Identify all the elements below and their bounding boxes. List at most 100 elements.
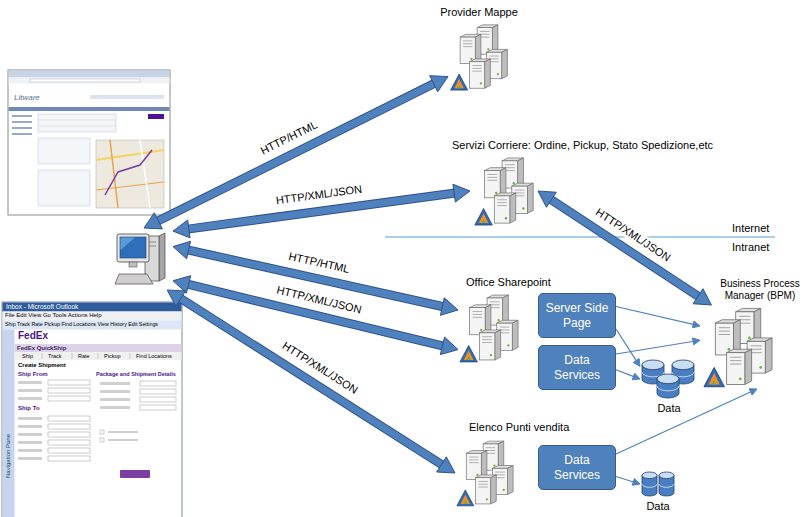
tab-divider — [130, 353, 131, 359]
header-band — [90, 95, 164, 99]
database-node: Data — [640, 470, 676, 498]
screenshot-logo: Litware — [14, 93, 40, 103]
server-side — [512, 320, 518, 350]
power-led — [476, 474, 478, 476]
arrow-outline — [180, 298, 442, 465]
drive-slot — [497, 199, 507, 200]
server-side — [527, 183, 533, 213]
form-field — [48, 380, 90, 385]
platform-logo — [457, 490, 474, 506]
arrow-head — [144, 213, 162, 229]
drive-slot — [497, 205, 507, 206]
checkbox — [100, 438, 104, 442]
drive-slot — [495, 474, 504, 475]
arrow-shaft — [616, 329, 637, 361]
server-node: Elenco Punti vendita — [455, 437, 515, 509]
connector — [616, 338, 700, 354]
server-node: Office Sharepoint — [458, 292, 520, 364]
table-rule — [38, 126, 116, 127]
field-caption — [18, 433, 42, 436]
power-led — [759, 366, 762, 369]
power-led — [505, 217, 507, 219]
server-label: Servizi Corriere: Ordine, Pickup, Stato … — [452, 139, 713, 152]
checkbox — [100, 430, 104, 434]
power-led — [513, 182, 515, 184]
screenshot-text: Find Locations — [136, 353, 172, 360]
arrow-shaft — [180, 298, 442, 465]
node-icon — [455, 437, 515, 509]
arrow-shaft — [616, 370, 634, 377]
drive-slot — [463, 40, 472, 41]
drive-slot — [472, 65, 481, 66]
screenshot-text: Ship To — [18, 405, 40, 413]
nav-bar — [9, 107, 170, 111]
arrow-shaft — [616, 477, 634, 483]
drive-slot — [739, 319, 750, 320]
service-label: Data Services — [545, 453, 609, 482]
drive-slot — [480, 37, 489, 38]
arrow-head — [693, 289, 711, 305]
drive-slot — [500, 327, 510, 328]
drive-slot — [739, 323, 750, 324]
drive-slot — [730, 360, 741, 361]
platform-logo — [464, 350, 474, 360]
arrow-head — [173, 220, 190, 238]
arrow-outline — [551, 199, 699, 297]
drive-slot — [469, 462, 478, 463]
drive-slot — [473, 314, 483, 315]
keyboard — [115, 274, 153, 284]
connector — [616, 307, 700, 328]
arrow-head — [440, 337, 458, 354]
field-caption — [100, 382, 130, 385]
power-led — [498, 319, 500, 321]
server-side — [745, 349, 752, 384]
arrow-head — [167, 290, 185, 306]
database-label: Data — [646, 500, 669, 512]
menu-item — [12, 115, 32, 117]
server-front — [470, 308, 486, 335]
drive-slot — [478, 481, 487, 482]
screenshot-text: Track — [48, 353, 62, 360]
power-led — [480, 82, 482, 84]
connector — [616, 389, 757, 454]
screenshot-text: Ship From — [18, 371, 48, 379]
service-box: Server Side Page — [538, 293, 616, 338]
drive-slot — [482, 336, 492, 337]
field-caption — [18, 449, 42, 452]
outlook-screenshot — [2, 302, 182, 517]
field-caption — [108, 431, 138, 433]
screenshot-text: Package and Shipment Details — [96, 371, 176, 378]
monitor — [117, 234, 149, 262]
map-route — [105, 150, 152, 195]
screenshot-text: Pickup — [104, 353, 121, 360]
node-icon — [470, 155, 538, 227]
arrow-shaft — [616, 341, 694, 354]
power-led — [470, 58, 472, 60]
drive-slot — [495, 472, 504, 473]
field-caption — [18, 441, 42, 444]
power-led — [728, 348, 731, 351]
form-field — [48, 416, 90, 421]
platform-logo — [482, 219, 486, 223]
cylinder-band — [659, 484, 674, 487]
connector — [173, 276, 458, 355]
field-caption — [18, 417, 42, 420]
arrow-head — [692, 321, 700, 328]
service-box: Data Services — [538, 445, 616, 490]
arrow-shaft — [551, 199, 699, 297]
form-field — [140, 397, 176, 402]
tab-divider — [42, 353, 43, 359]
drive-slot — [515, 192, 525, 193]
service-label: Data Services — [545, 353, 609, 382]
address-bar — [30, 79, 140, 82]
platform-logo — [461, 495, 470, 504]
tab-divider — [72, 353, 73, 359]
server-side — [495, 330, 501, 360]
power-led — [739, 377, 742, 380]
field-caption — [100, 406, 130, 409]
drive-slot — [480, 34, 489, 35]
form-field — [48, 424, 90, 429]
arrow-head — [693, 338, 700, 345]
cylinder-top — [672, 360, 694, 370]
